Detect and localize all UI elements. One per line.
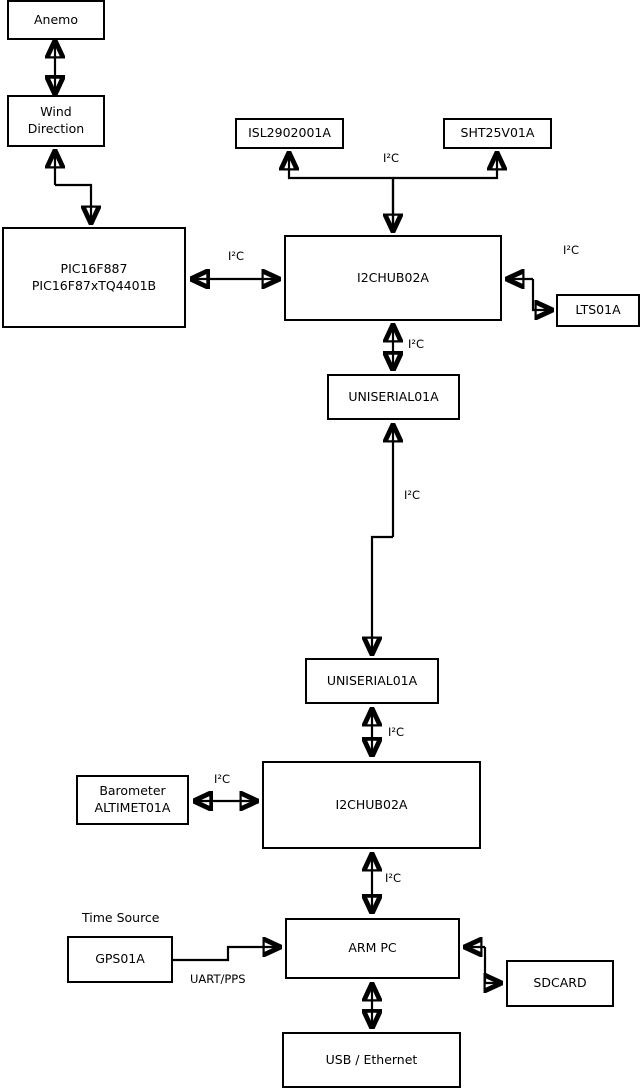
edge-label-uart-pps: UART/PPS <box>190 972 246 986</box>
node-sdcard[interactable]: SDCARD <box>506 960 614 1007</box>
node-gps01a[interactable]: GPS01A <box>67 936 173 983</box>
node-i2chub02a-top[interactable]: I2CHUB02A <box>284 235 502 321</box>
node-pic-mcu[interactable]: PIC16F887 PIC16F87xTQ4401B <box>2 227 186 328</box>
label-time-source: Time Source <box>82 910 160 925</box>
edge-label-i2c-barometer-hub: I²C <box>214 772 231 786</box>
node-anemo[interactable]: Anemo <box>7 0 105 40</box>
wire-armpc-sdcard <box>485 947 500 983</box>
node-wind-direction[interactable]: Wind Direction <box>7 95 105 147</box>
node-i2chub02a-bottom[interactable]: I2CHUB02A <box>262 761 481 849</box>
node-lts01a[interactable]: LTS01A <box>556 294 640 327</box>
edge-label-i2c-sensors-top: I²C <box>383 151 400 165</box>
node-sht25v01a[interactable]: SHT25V01A <box>443 118 552 149</box>
edge-label-i2c-pic-hub: I²C <box>228 249 245 263</box>
edge-label-i2c-hub-lts: I²C <box>563 243 580 257</box>
wire-hubtop-bus <box>289 154 395 230</box>
wire-wind-pic-jog <box>55 183 91 222</box>
wire-hubtop-lts <box>531 279 551 310</box>
node-usb-ethernet[interactable]: USB / Ethernet <box>282 1032 461 1088</box>
wire-bus-sht <box>393 154 497 180</box>
edge-label-i2c-hub-uniserial: I²C <box>408 337 425 351</box>
node-uniserial01a-top[interactable]: UNISERIAL01A <box>327 374 460 420</box>
edge-label-i2c-uniserial-hub: I²C <box>388 725 405 739</box>
wire-gps-armpc <box>173 947 279 962</box>
wire-uni-jog <box>372 535 393 653</box>
edge-label-i2c-uniserial-uniserial: I²C <box>404 488 421 502</box>
node-uniserial01a-bottom[interactable]: UNISERIAL01A <box>305 658 439 704</box>
node-barometer-altimet01a[interactable]: Barometer ALTIMET01A <box>76 775 189 825</box>
node-arm-pc[interactable]: ARM PC <box>285 918 460 979</box>
node-isl2902001a[interactable]: ISL2902001A <box>235 118 344 149</box>
edge-label-i2c-hub-armpc: I²C <box>385 871 402 885</box>
